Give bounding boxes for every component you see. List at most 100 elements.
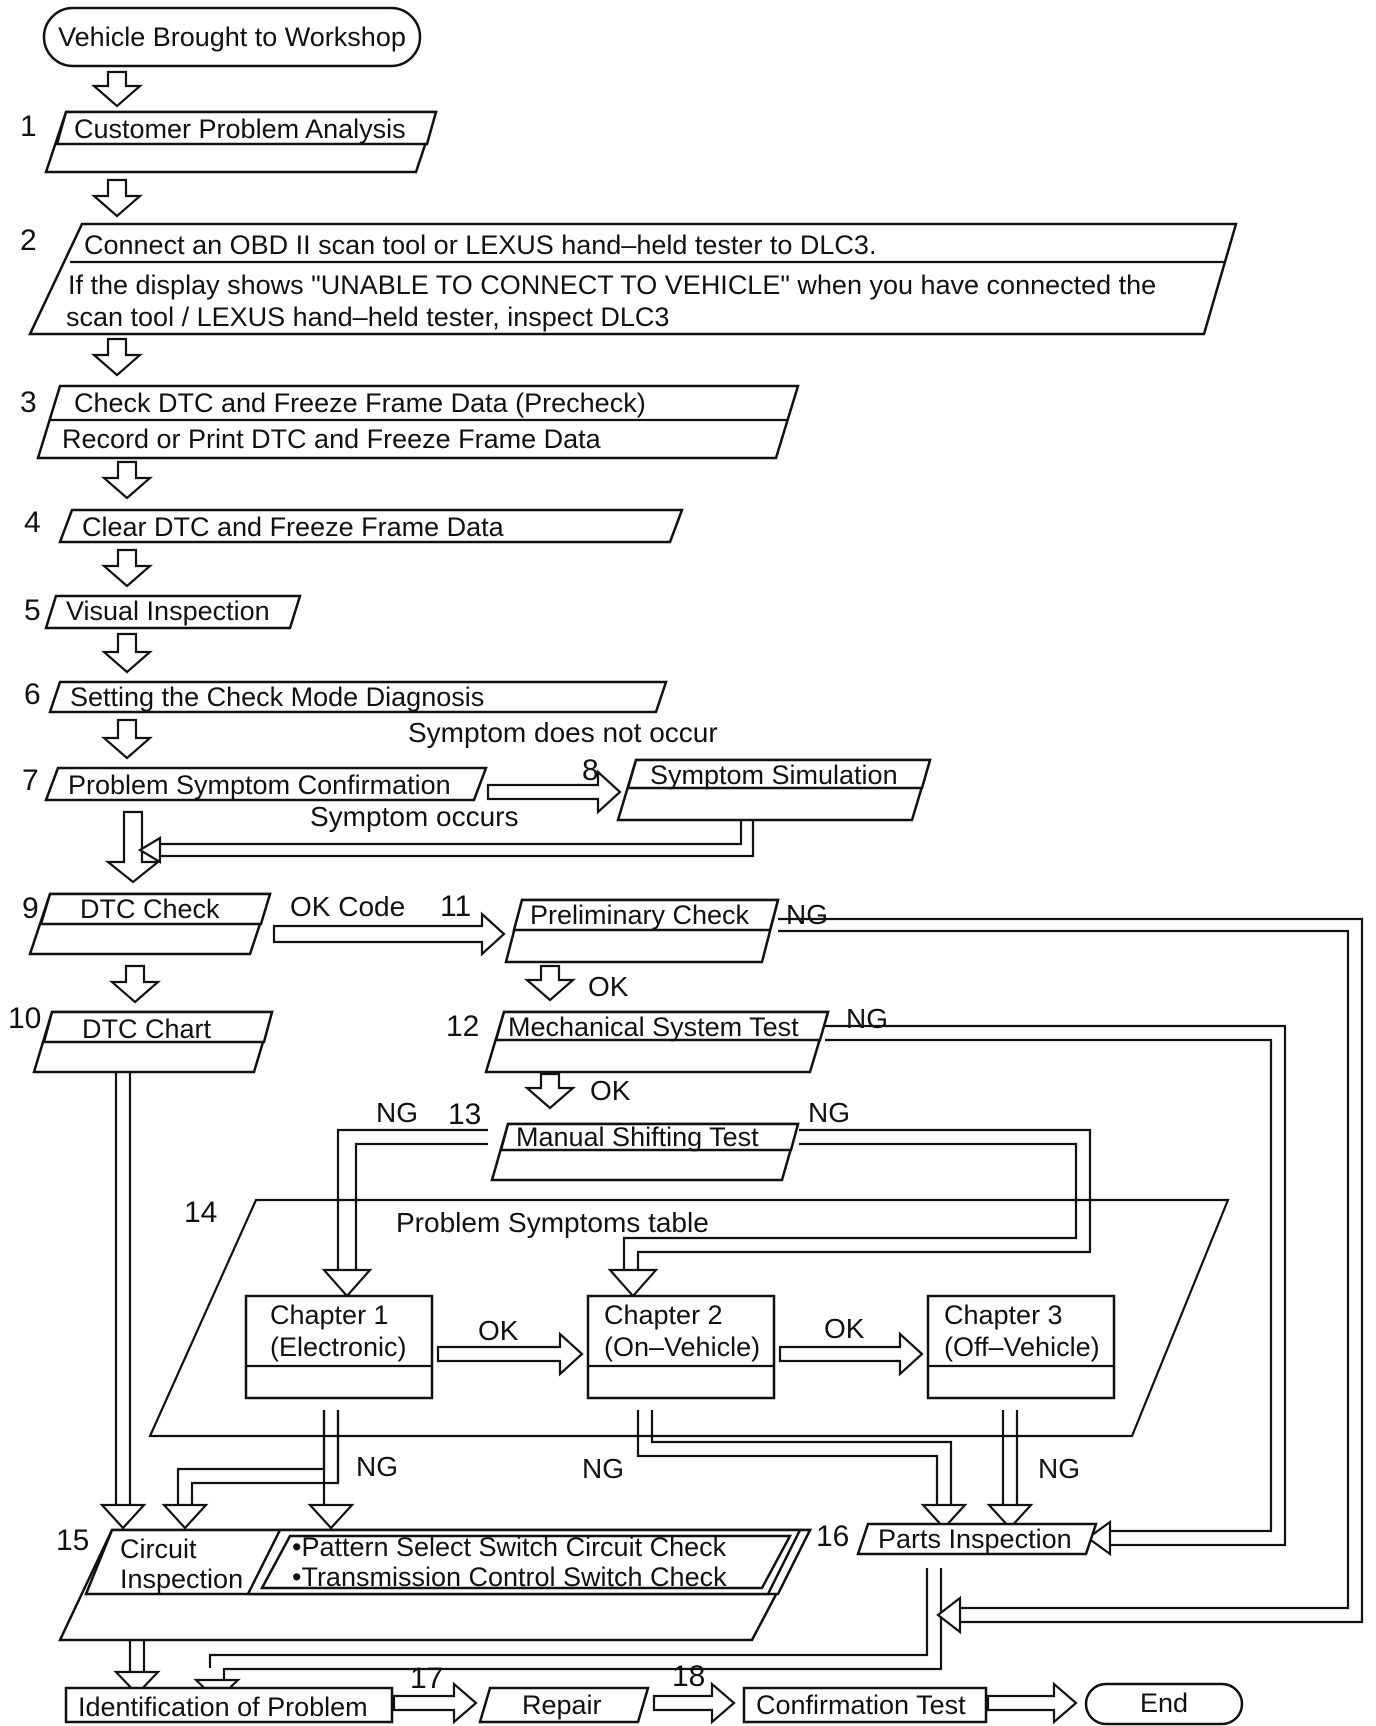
down-arrow-icon xyxy=(101,548,153,588)
step-2-line-3: scan tool / LEXUS hand–held tester, insp… xyxy=(66,302,669,332)
step-5: 5 Visual Inspection xyxy=(24,594,302,630)
step-2-line-2: If the display shows "UNABLE TO CONNECT … xyxy=(68,270,1156,300)
step-number: 13 xyxy=(448,1098,481,1131)
right-arrow-icon xyxy=(778,1331,924,1377)
ng-label: NG xyxy=(846,1003,888,1034)
step-7: 7 Problem Symptom Confirmation xyxy=(22,764,488,802)
step-6: 6 Setting the Check Mode Diagnosis xyxy=(24,678,668,714)
chapter-2-line-1: Chapter 2 xyxy=(604,1300,723,1330)
step-number: 2 xyxy=(20,224,37,257)
chapter-2-box: Chapter 2 (On–Vehicle) xyxy=(586,1294,776,1400)
ng-label: NG xyxy=(582,1453,624,1484)
left-arrow-icon xyxy=(137,836,162,864)
step-13-label: Manual Shifting Test xyxy=(516,1122,759,1152)
step-9-label: DTC Check xyxy=(80,894,220,924)
step-number: 18 xyxy=(672,1660,705,1693)
down-arrow-icon xyxy=(101,632,153,674)
step-3: 3 Check DTC and Freeze Frame Data (Prech… xyxy=(20,384,800,460)
step-number: 3 xyxy=(20,386,37,419)
step-3-line-1: Check DTC and Freeze Frame Data (Prechec… xyxy=(74,388,646,418)
step-number: 14 xyxy=(184,1196,217,1229)
right-arrow-icon xyxy=(272,911,506,957)
step-4-label: Clear DTC and Freeze Frame Data xyxy=(82,512,505,542)
chapter-3-line-1: Chapter 3 xyxy=(944,1300,1063,1330)
table-title: Problem Symptoms table xyxy=(396,1207,709,1238)
step-number: 7 xyxy=(22,764,39,797)
step-number: 10 xyxy=(8,1002,41,1035)
start-label: Vehicle Brought to Workshop xyxy=(58,22,406,52)
right-arrow-icon xyxy=(486,769,622,815)
circuit-line-1: Circuit xyxy=(120,1534,197,1564)
start-terminal: Vehicle Brought to Workshop xyxy=(42,6,422,68)
left-arrow-icon xyxy=(1086,1519,1112,1557)
down-arrow-icon xyxy=(91,178,143,218)
down-arrow-icon xyxy=(161,1503,209,1530)
step-10: 10 DTC Chart xyxy=(8,1002,274,1074)
down-arrow-icon xyxy=(91,337,143,377)
chapter-1-line-1: Chapter 1 xyxy=(270,1300,389,1330)
down-arrow-icon xyxy=(91,70,143,108)
step-3-line-2: Record or Print DTC and Freeze Frame Dat… xyxy=(62,424,602,454)
step-10-label: DTC Chart xyxy=(82,1014,212,1044)
down-arrow-icon xyxy=(524,964,576,1002)
step-number: 9 xyxy=(22,892,39,925)
step-2: 2 Connect an OBD II scan tool or LEXUS h… xyxy=(20,222,1238,336)
chapter-3-box: Chapter 3 (Off–Vehicle) xyxy=(926,1294,1116,1400)
step-number: 4 xyxy=(24,506,41,539)
symptom-occurs-label: Symptom occurs xyxy=(310,801,519,832)
down-arrow-icon xyxy=(524,1072,576,1110)
step-number: 15 xyxy=(56,1524,89,1557)
down-arrow-icon xyxy=(607,1268,659,1298)
step-9: 9 DTC Check xyxy=(22,892,272,956)
ok-label: OK xyxy=(588,971,629,1002)
right-arrow-icon xyxy=(652,1681,736,1725)
step-number: 5 xyxy=(24,594,41,627)
identification-label: Identification of Problem xyxy=(78,1692,368,1722)
chapter-3-line-2: (Off–Vehicle) xyxy=(944,1332,1100,1362)
check-item-2: •Transmission Control Switch Check xyxy=(292,1562,727,1592)
ng-label: NG xyxy=(356,1451,398,1482)
step-12-label: Mechanical System Test xyxy=(508,1012,799,1042)
right-arrow-icon xyxy=(436,1331,584,1377)
step-17-repair: Repair xyxy=(478,1686,650,1724)
end-terminal: End xyxy=(1084,1682,1244,1726)
ok-label: OK xyxy=(590,1075,631,1106)
right-arrow-icon xyxy=(986,1681,1078,1725)
step-8-label: Symptom Simulation xyxy=(650,760,898,790)
end-label: End xyxy=(1140,1688,1188,1718)
ng-label: NG xyxy=(376,1097,418,1128)
step-4: 4 Clear DTC and Freeze Frame Data xyxy=(24,506,684,544)
ok-label: OK xyxy=(478,1315,519,1346)
circuit-line-2: Inspection xyxy=(120,1564,243,1594)
step-number: 1 xyxy=(20,110,37,143)
step-14-problem-symptoms-table: 14 Problem Symptoms table Chapter 1 (Ele… xyxy=(148,1196,1230,1438)
step-18-confirmation-test: Confirmation Test xyxy=(742,1686,988,1724)
step-16: 16 Parts Inspection xyxy=(816,1520,1098,1556)
repair-label: Repair xyxy=(522,1690,602,1720)
check-item-1: •Pattern Select Switch Circuit Check xyxy=(292,1532,727,1562)
step-11: 11 Preliminary Check NG xyxy=(440,890,828,964)
step-number: 11 xyxy=(440,890,471,923)
step-2-line-1: Connect an OBD II scan tool or LEXUS han… xyxy=(84,230,876,260)
ng-label: NG xyxy=(786,899,828,930)
step-number: 16 xyxy=(816,1520,849,1553)
ng-label: NG xyxy=(1038,1453,1080,1484)
step-5-label: Visual Inspection xyxy=(66,596,270,626)
down-arrow-icon xyxy=(113,1670,161,1696)
down-arrow-icon xyxy=(101,718,153,760)
ok-code-label: OK Code xyxy=(290,891,405,922)
left-arrow-icon xyxy=(936,1595,962,1635)
down-arrow-icon xyxy=(101,460,153,500)
down-arrow-icon xyxy=(321,1268,373,1298)
down-arrow-icon xyxy=(307,1503,355,1530)
step-6-label: Setting the Check Mode Diagnosis xyxy=(70,682,484,712)
down-arrow-icon xyxy=(109,964,161,1004)
step-1-label: Customer Problem Analysis xyxy=(74,114,406,144)
down-arrow-icon xyxy=(986,1503,1034,1530)
step-8: 8 Symptom Simulation xyxy=(582,754,932,822)
step-number: 6 xyxy=(24,678,41,711)
down-arrow-icon xyxy=(99,1503,147,1530)
down-arrow-icon xyxy=(104,810,162,884)
identification-of-problem: Identification of Problem xyxy=(64,1686,394,1724)
